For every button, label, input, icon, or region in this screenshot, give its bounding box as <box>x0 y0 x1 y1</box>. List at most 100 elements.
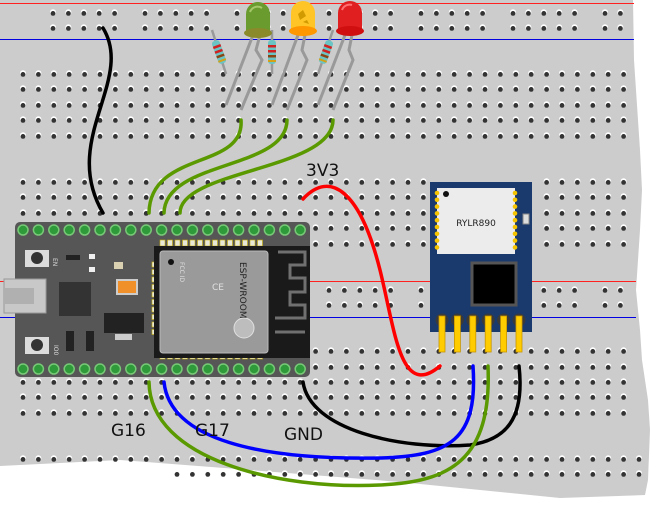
breadboard-hole <box>220 116 227 123</box>
breadboard-hole <box>605 193 612 200</box>
tantalum-capacitor <box>116 279 138 295</box>
breadboard-hole <box>605 132 612 139</box>
breadboard-hole <box>636 455 642 462</box>
breadboard-hole <box>328 393 334 400</box>
breadboard-hole <box>559 378 565 385</box>
esp32-header-pin <box>217 363 229 375</box>
led-red <box>336 1 364 36</box>
rylr-castellated-pad <box>434 211 440 216</box>
wroom-pad <box>249 239 256 247</box>
breadboard-hole <box>174 393 180 400</box>
breadboard-hole <box>543 116 550 123</box>
breadboard-hole <box>482 85 488 92</box>
breadboard-hole <box>281 209 288 216</box>
breadboard-hole <box>605 409 612 416</box>
esp32-header-pin <box>202 224 214 236</box>
breadboard-hole <box>540 301 547 308</box>
mcu-chip <box>470 261 518 307</box>
breadboard-hole <box>358 70 365 77</box>
breadboard-hole <box>420 116 427 123</box>
breadboard-hole <box>281 101 288 108</box>
breadboard-hole <box>482 101 488 108</box>
breadboard-hole <box>589 85 596 92</box>
breadboard-hole <box>112 132 119 139</box>
esp32-header-pin <box>17 363 29 375</box>
breadboard-hole <box>389 116 396 123</box>
breadboard-hole <box>420 132 427 139</box>
breadboard-hole <box>389 193 396 200</box>
breadboard-hole <box>620 393 627 400</box>
breadboard-hole <box>358 224 365 231</box>
breadboard-hole <box>589 132 596 139</box>
esp32-header-pin <box>279 224 291 236</box>
breadboard-hole <box>559 70 565 77</box>
en-button[interactable] <box>25 250 49 267</box>
breadboard-hole <box>405 470 411 477</box>
esp32-header-pin <box>186 363 199 375</box>
breadboard-hole <box>617 286 624 293</box>
breadboard-hole <box>528 116 535 123</box>
breadboard-hole <box>620 209 627 216</box>
breadboard-hole <box>204 470 211 477</box>
breadboard-hole <box>358 409 365 416</box>
breadboard-hole <box>540 24 547 31</box>
label-g16: G16 <box>111 421 146 441</box>
breadboard-hole <box>127 70 134 77</box>
breadboard-hole <box>266 101 273 108</box>
breadboard-hole <box>389 347 396 354</box>
breadboard-hole <box>158 101 165 108</box>
breadboard-hole <box>312 240 319 247</box>
breadboard-hole <box>420 101 427 108</box>
breadboard-hole <box>556 9 563 16</box>
breadboard-hole <box>574 363 581 370</box>
breadboard-hole <box>20 132 26 139</box>
breadboard-hole <box>20 393 26 400</box>
breadboard-hole <box>559 224 565 231</box>
breadboard-hole <box>358 363 365 370</box>
breadboard-hole <box>343 409 350 416</box>
breadboard-hole <box>189 70 196 77</box>
breadboard-hole <box>466 101 473 108</box>
breadboard-hole <box>543 101 550 108</box>
wroom-pad <box>212 239 218 247</box>
usb-uart-chip <box>59 282 91 316</box>
breadboard-hole <box>420 240 427 247</box>
breadboard-hole <box>50 178 57 185</box>
breadboard-hole <box>405 240 411 247</box>
breadboard-hole <box>574 101 581 108</box>
breadboard-hole <box>343 209 350 216</box>
breadboard-hole <box>220 470 227 477</box>
breadboard-hole <box>418 301 424 308</box>
breadboard-hole <box>127 209 134 216</box>
wroom-pad <box>257 239 263 247</box>
breadboard-hole <box>158 409 165 416</box>
breadboard-hole <box>497 409 504 416</box>
breadboard-hole <box>543 455 550 462</box>
wroom-pad <box>197 239 203 247</box>
breadboard-hole <box>297 409 304 416</box>
label-3v3: 3V3 <box>306 161 339 181</box>
breadboard-hole <box>405 193 411 200</box>
led-yellow <box>289 1 317 36</box>
rylr-castellated-pad <box>434 238 440 243</box>
breadboard-hole <box>143 101 150 108</box>
pcb-antenna <box>275 250 307 334</box>
breadboard-hole <box>405 178 411 185</box>
breadboard-hole <box>510 9 516 16</box>
breadboard-hole <box>112 101 119 108</box>
breadboard-hole <box>35 378 42 385</box>
breadboard-hole <box>528 378 535 385</box>
breadboard-hole <box>528 101 535 108</box>
breadboard-hole <box>158 132 165 139</box>
breadboard-hole <box>589 101 596 108</box>
breadboard-hole <box>405 101 411 108</box>
breadboard-hole <box>97 132 103 139</box>
breadboard-hole <box>620 224 627 231</box>
boot-button[interactable] <box>25 337 49 354</box>
breadboard-hole <box>35 193 42 200</box>
breadboard-hole <box>251 132 257 139</box>
breadboard-hole <box>482 116 488 123</box>
breadboard-hole <box>387 24 394 31</box>
breadboard-hole <box>281 193 288 200</box>
breadboard-hole <box>81 209 88 216</box>
